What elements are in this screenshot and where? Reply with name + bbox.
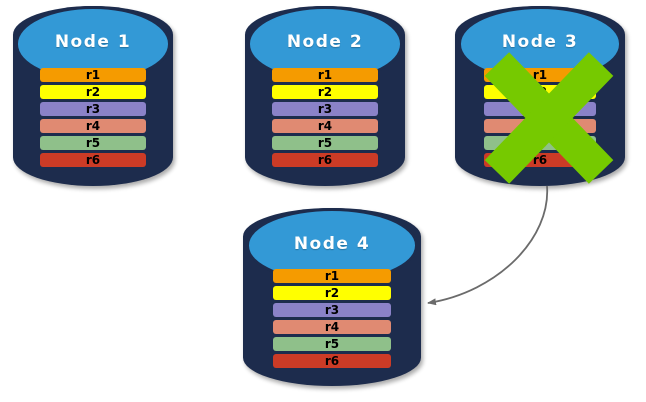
record-list: r1 r2 r3 r4 r5 r6 (273, 269, 391, 368)
record-label: r3 (317, 102, 333, 116)
record-list: r1 r2 r3 r4 r5 r6 (483, 68, 597, 167)
record-row[interactable]: r6 (272, 153, 378, 167)
record-label: r3 (324, 303, 340, 317)
record-label: r6 (317, 153, 333, 167)
record-row[interactable]: r5 (273, 337, 391, 351)
record-label: r6 (532, 153, 548, 167)
record-row[interactable]: r1 (40, 68, 146, 82)
record-label: r6 (85, 153, 101, 167)
record-row[interactable]: r4 (272, 119, 378, 133)
record-row[interactable]: r1 (272, 68, 378, 82)
record-label: r1 (317, 68, 333, 82)
record-list: r1 r2 r3 r4 r5 r6 (272, 68, 378, 167)
record-row[interactable]: r4 (40, 119, 146, 133)
record-row[interactable]: r6 (483, 153, 597, 167)
record-label: r2 (532, 85, 548, 99)
record-label: r5 (85, 136, 101, 150)
record-row[interactable]: r3 (273, 303, 391, 317)
record-row[interactable]: r2 (40, 85, 146, 99)
record-label: r2 (317, 85, 333, 99)
record-row[interactable]: r5 (483, 136, 597, 150)
record-label: r6 (324, 354, 340, 368)
record-row[interactable]: r2 (272, 85, 378, 99)
record-row[interactable]: r1 (483, 68, 597, 82)
record-label: r4 (85, 119, 101, 133)
record-label: r3 (85, 102, 101, 116)
record-label: r4 (532, 119, 548, 133)
record-row[interactable]: r5 (272, 136, 378, 150)
record-label: r5 (532, 136, 548, 150)
record-label: r5 (317, 136, 333, 150)
record-label: r2 (324, 286, 340, 300)
record-row[interactable]: r6 (40, 153, 146, 167)
record-row[interactable]: r6 (273, 354, 391, 368)
arrow-node3-to-node4 (427, 185, 548, 306)
record-label: r1 (532, 68, 548, 82)
record-label: r1 (324, 269, 340, 283)
record-label: r4 (324, 320, 340, 334)
record-row[interactable]: r2 (273, 286, 391, 300)
record-label: r1 (85, 68, 101, 82)
record-label: r5 (324, 337, 340, 351)
record-label: r2 (85, 85, 101, 99)
record-row[interactable]: r3 (483, 102, 597, 116)
record-list: r1 r2 r3 r4 r5 r6 (40, 68, 146, 167)
record-label: r3 (532, 102, 548, 116)
record-row[interactable]: r5 (40, 136, 146, 150)
record-label: r4 (317, 119, 333, 133)
record-row[interactable]: r1 (273, 269, 391, 283)
record-row[interactable]: r2 (483, 85, 597, 99)
record-row[interactable]: r3 (272, 102, 378, 116)
record-row[interactable]: r4 (273, 320, 391, 334)
record-row[interactable]: r3 (40, 102, 146, 116)
record-row[interactable]: r4 (483, 119, 597, 133)
